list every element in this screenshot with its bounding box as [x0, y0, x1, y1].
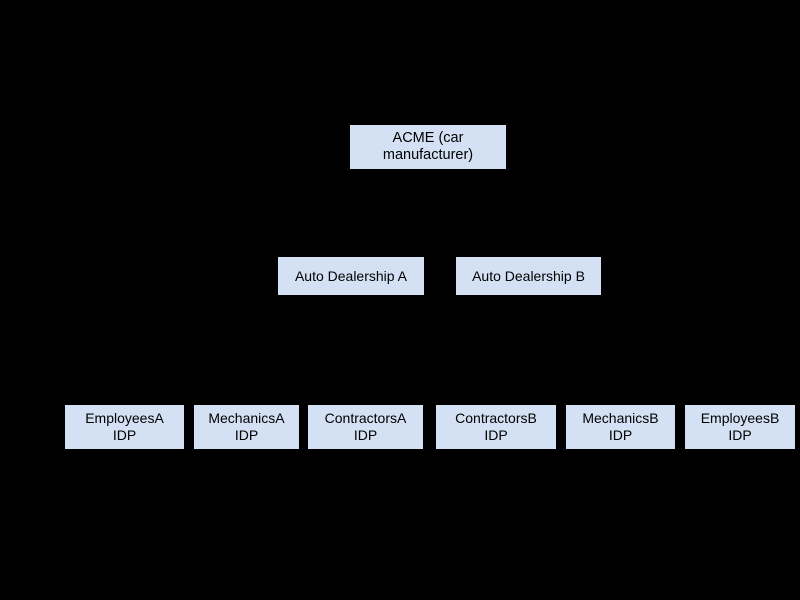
- node-auto-dealership-b[interactable]: Auto Dealership B: [455, 256, 602, 296]
- node-contractors-b-idp[interactable]: ContractorsB IDP: [435, 404, 557, 450]
- node-contractors-a-idp[interactable]: ContractorsA IDP: [307, 404, 424, 450]
- node-employees-b-idp[interactable]: EmployeesB IDP: [684, 404, 796, 450]
- node-acme[interactable]: ACME (car manufacturer): [349, 124, 507, 170]
- node-auto-dealership-a[interactable]: Auto Dealership A: [277, 256, 425, 296]
- node-mechanics-b-idp[interactable]: MechanicsB IDP: [565, 404, 676, 450]
- node-employees-a-idp[interactable]: EmployeesA IDP: [64, 404, 185, 450]
- node-mechanics-a-idp[interactable]: MechanicsA IDP: [193, 404, 300, 450]
